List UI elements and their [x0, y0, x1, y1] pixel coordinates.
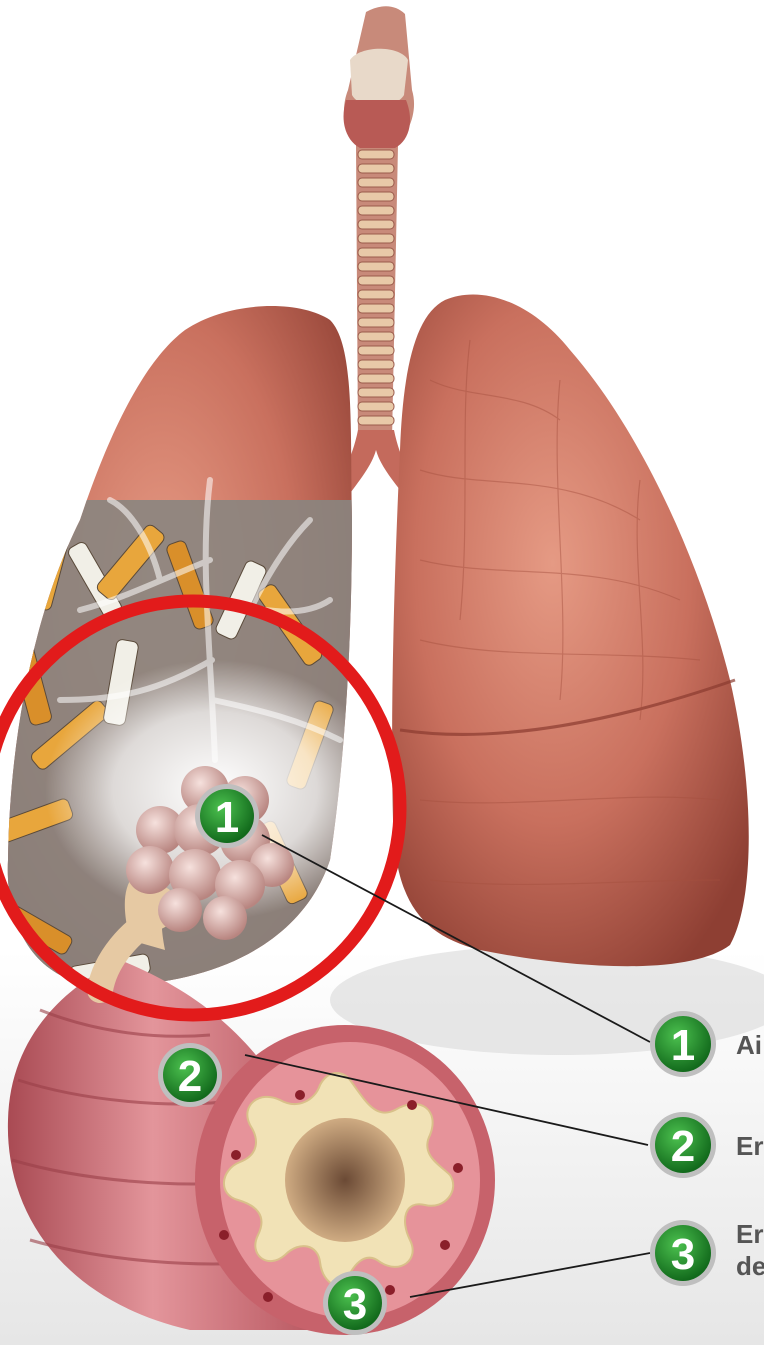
legend-number: 2: [671, 1122, 695, 1171]
legend-text-1: Ai: [736, 1030, 762, 1061]
legend-text-2: Er: [736, 1131, 763, 1162]
marker-number: 1: [215, 793, 239, 842]
legend-text-3: Er de: [736, 1218, 764, 1282]
legend-number: 3: [671, 1230, 695, 1279]
legend-number: 1: [671, 1021, 695, 1070]
marker-1: 1: [195, 784, 259, 848]
marker-number: 3: [343, 1280, 367, 1329]
marker-3: 3: [323, 1271, 387, 1335]
marker-number: 2: [178, 1052, 202, 1101]
legend-badge-2: 2: [650, 1112, 716, 1178]
right-lung-illustration: [392, 294, 749, 966]
legend-badge-3: 3: [650, 1220, 716, 1286]
legend-badge-1: 1: [650, 1011, 716, 1077]
marker-2: 2: [158, 1043, 222, 1107]
